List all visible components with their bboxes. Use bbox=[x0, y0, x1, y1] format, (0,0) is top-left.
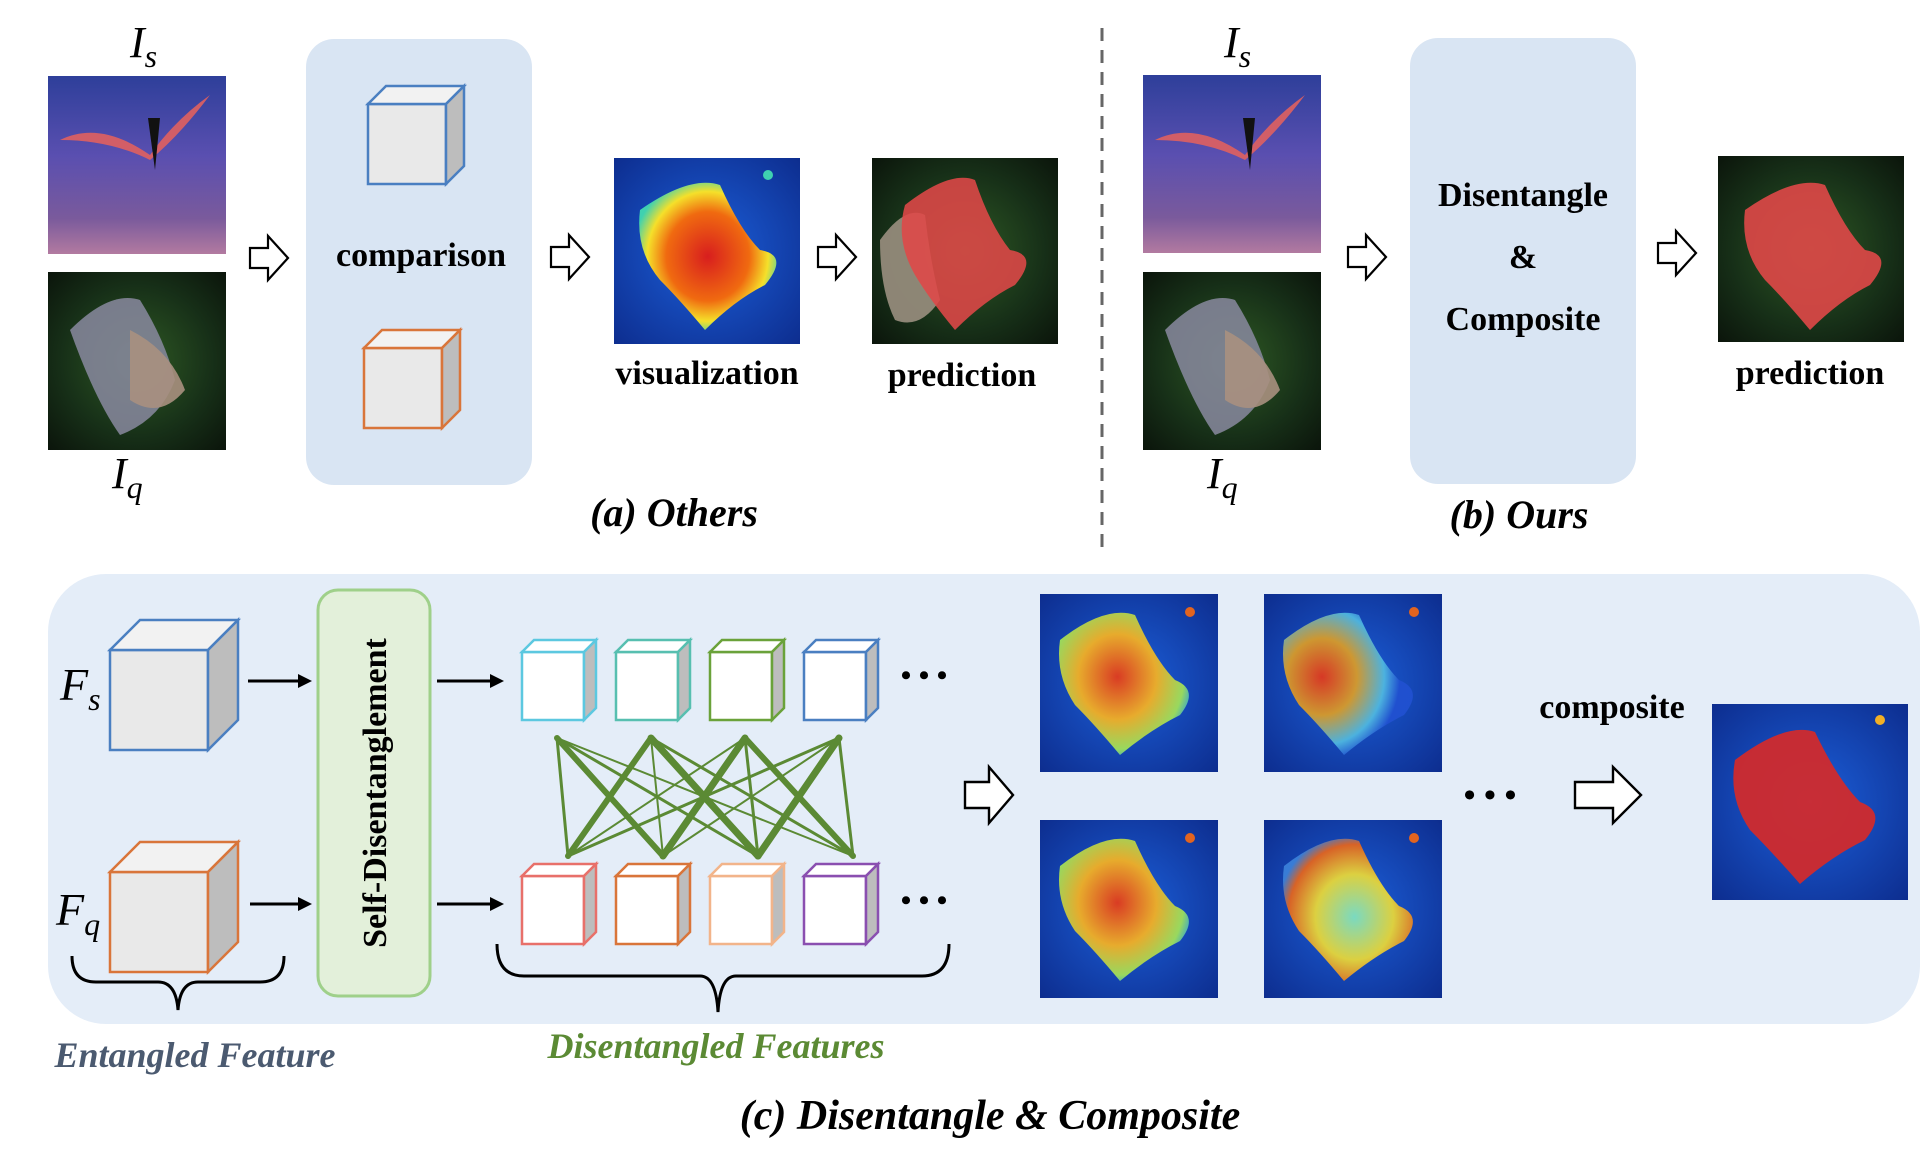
hollow-right-arrow-icon bbox=[549, 232, 591, 282]
cube-icon bbox=[800, 860, 882, 948]
module-line-2: & bbox=[1509, 239, 1537, 276]
caption-c: (c) Disentangle & Composite bbox=[740, 1093, 1240, 1139]
label-iq-b: Iq bbox=[1206, 449, 1238, 505]
cube-icon bbox=[518, 860, 600, 948]
prediction-label-b: prediction bbox=[1736, 355, 1885, 392]
hollow-right-arrow-icon bbox=[816, 232, 858, 282]
label-iq-a: Iq bbox=[111, 449, 143, 505]
cube-icon bbox=[106, 838, 242, 976]
visualization-heatmap-a bbox=[614, 158, 800, 344]
caption-b: (b) Ours bbox=[1450, 492, 1589, 537]
prediction-image-b bbox=[1718, 156, 1904, 342]
visualization-label: visualization bbox=[615, 355, 798, 392]
entangled-feature-label: Entangled Feature bbox=[53, 1035, 335, 1075]
heatmap-1 bbox=[1040, 594, 1218, 772]
module-line-3: Composite bbox=[1446, 301, 1601, 338]
arrow-icon bbox=[248, 674, 312, 911]
support-image-b bbox=[1143, 75, 1321, 253]
comparison-module bbox=[306, 39, 532, 485]
panel-a: Is Iq comparison bbox=[48, 18, 1058, 535]
cube-icon bbox=[612, 860, 694, 948]
heatmap-4 bbox=[1264, 820, 1442, 998]
cube-icon bbox=[612, 636, 694, 724]
label-fs: Fs bbox=[59, 659, 101, 717]
comparison-label: comparison bbox=[336, 237, 506, 274]
prediction-label-a: prediction bbox=[888, 357, 1037, 394]
query-image-b bbox=[1143, 272, 1321, 450]
disentangled-features-label: Disentangled Features bbox=[546, 1026, 884, 1066]
composite-heatmap bbox=[1712, 704, 1908, 900]
support-image-a bbox=[48, 76, 226, 254]
cube-icon bbox=[518, 636, 600, 724]
heatmap-2 bbox=[1264, 594, 1442, 772]
panel-c: Fs Fq Self-Disentanglement bbox=[48, 574, 1920, 1139]
entangled-brace bbox=[70, 955, 286, 1011]
caption-a: (a) Others bbox=[590, 490, 758, 535]
cube-icon bbox=[800, 636, 882, 724]
disentangled-brace bbox=[495, 943, 951, 1013]
cube-icon bbox=[706, 860, 788, 948]
arrow-icon bbox=[437, 674, 504, 911]
ellipsis-bottom: • • • bbox=[901, 884, 948, 917]
label-is-b: Is bbox=[1223, 18, 1251, 74]
feature-connections bbox=[554, 734, 856, 860]
hollow-right-arrow-icon bbox=[1346, 232, 1388, 282]
hollow-right-arrow-icon bbox=[1656, 228, 1698, 278]
hollow-right-arrow-icon bbox=[248, 233, 290, 283]
module-line-1: Disentangle bbox=[1438, 177, 1608, 214]
panel-b: Is Iq Disentangle & Composite prediction… bbox=[1143, 18, 1904, 537]
self-disentanglement-module bbox=[316, 588, 432, 998]
hollow-right-arrow-icon bbox=[963, 763, 1015, 827]
self-disentanglement-label: Self-Disentanglement bbox=[357, 637, 394, 947]
cube-icon bbox=[360, 326, 464, 432]
ellipsis-right: • • • bbox=[1464, 777, 1517, 814]
prediction-image-a bbox=[872, 158, 1058, 344]
composite-label: composite bbox=[1539, 689, 1684, 726]
cube-icon bbox=[364, 82, 468, 188]
cube-icon bbox=[706, 636, 788, 724]
ellipsis-top: • • • bbox=[901, 659, 948, 692]
query-image-a bbox=[48, 272, 226, 450]
label-fq: Fq bbox=[55, 884, 100, 942]
heatmap-3 bbox=[1040, 820, 1218, 998]
cube-icon bbox=[106, 616, 242, 754]
hollow-right-arrow-icon bbox=[1573, 764, 1643, 826]
disentangle-composite-module bbox=[1410, 38, 1636, 484]
label-is-a: Is bbox=[129, 18, 157, 74]
